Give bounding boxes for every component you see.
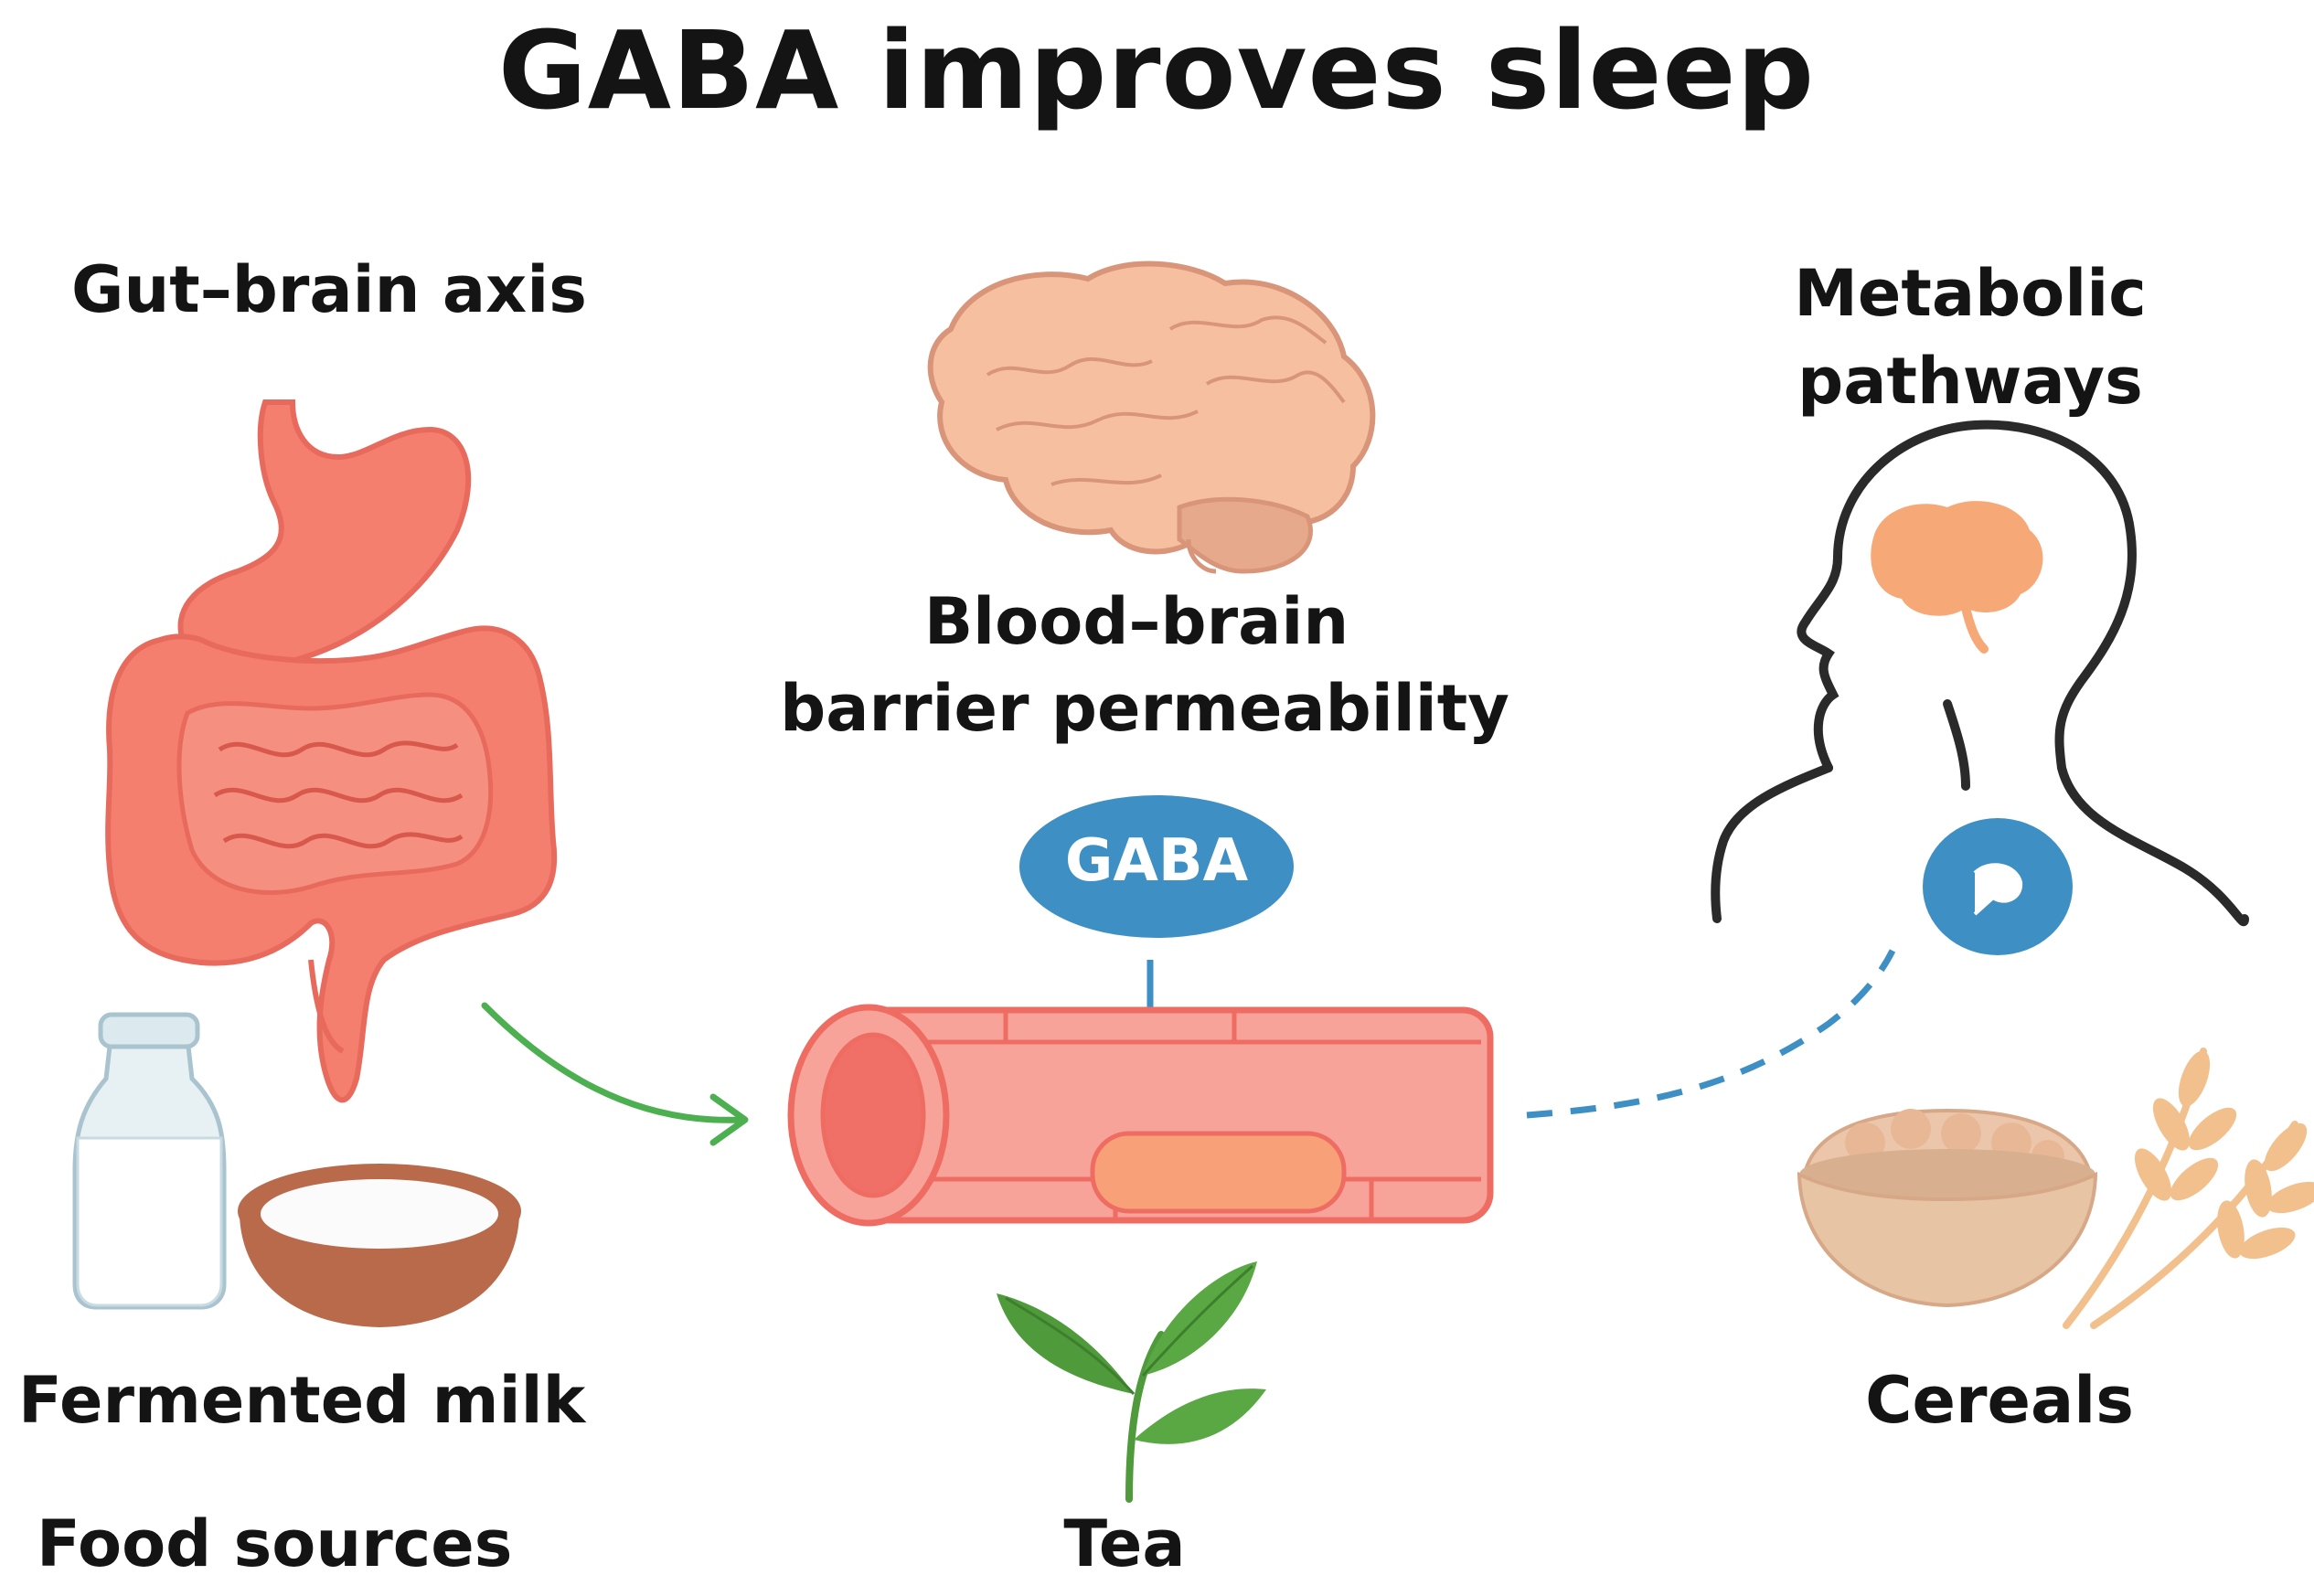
tea-leaf-icon [997, 1261, 1266, 1503]
gaba-badge [1019, 795, 1294, 938]
yogurt-bowl-icon [238, 1164, 521, 1327]
human-head-icon [1711, 420, 2249, 955]
blood-brain-barrier-label-line1: Blood–brain [923, 584, 1349, 659]
metabolic-pathways-label-line1: Metabolic [1794, 256, 2147, 331]
blood-brain-barrier-label-line2: barrier permeability [780, 671, 1509, 746]
wheat-icon [2063, 1048, 2314, 1329]
page-title: GABA improves sleep [497, 7, 1816, 133]
tea-label: Tea [1063, 1506, 1186, 1581]
blood-vessel-icon [787, 1004, 1494, 1227]
metabolic-pathways-label-line2: pathways [1797, 344, 2143, 419]
gut-brain-axis-label: Gut–brain axis [71, 252, 587, 327]
brain-icon [927, 261, 1376, 574]
gaba-badge-label: GABA [1064, 827, 1249, 895]
food-sources-label: Food sources [37, 1506, 513, 1581]
cereals-label: Cereals [1865, 1363, 2134, 1438]
fermented-milk-label: Fermented milk [18, 1363, 586, 1438]
milk-bottle-icon [72, 1012, 227, 1310]
stomach-intestine-icon [105, 399, 558, 1103]
cereal-bowl-icon [1797, 1108, 2098, 1308]
